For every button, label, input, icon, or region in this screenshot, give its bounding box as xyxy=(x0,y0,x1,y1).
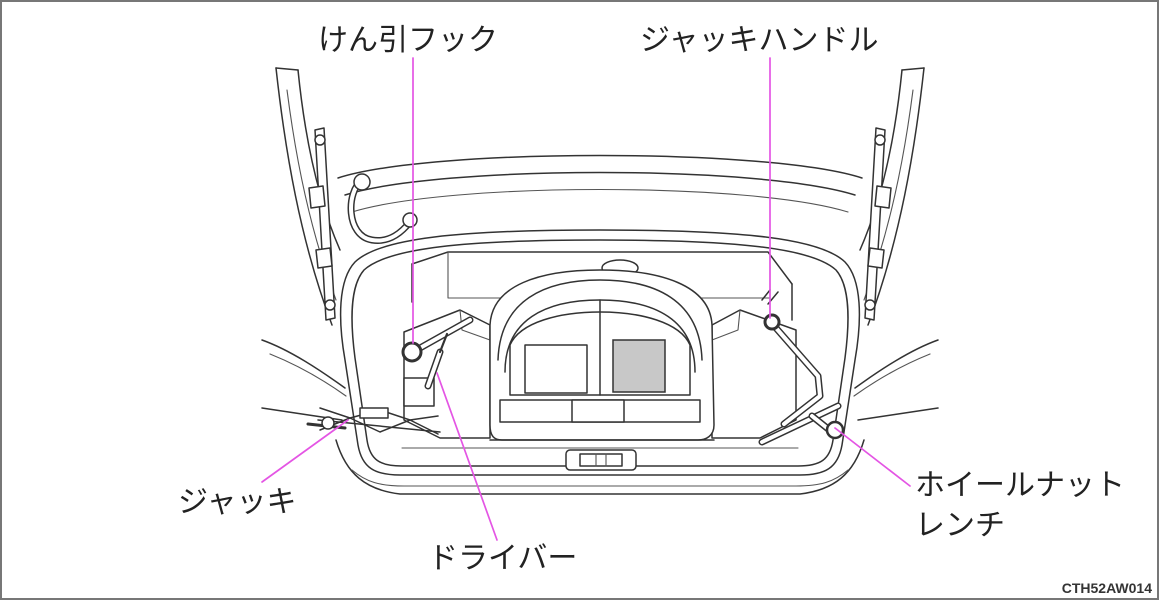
jack-screw-eye xyxy=(322,417,334,429)
jack-pad xyxy=(360,408,388,418)
hinge-bracket xyxy=(875,186,891,208)
spare-tire xyxy=(490,270,714,440)
strut-mount-bottom xyxy=(325,300,335,310)
wrench-socket xyxy=(827,422,843,438)
hinge-bracket-lower xyxy=(868,248,884,268)
label-screwdriver: ドライバー xyxy=(428,541,577,576)
label-jack-handle: ジャッキハンドル xyxy=(640,23,879,58)
tire-hub-shaded-panel xyxy=(613,340,665,392)
tire-hub-left-panel xyxy=(525,345,587,393)
strut-mount-top xyxy=(875,135,885,145)
hinge-bracket xyxy=(309,186,325,208)
tire-tray-center-block xyxy=(572,400,624,422)
tow-hook-ring xyxy=(403,343,421,361)
label-jack: ジャッキ xyxy=(178,485,297,520)
jack-handle-hook xyxy=(765,315,779,329)
trunk-latch xyxy=(566,450,636,470)
label-tow-hook: けん引フック xyxy=(318,23,498,58)
label-wheel-nut-wrench-line2: レンチ xyxy=(915,508,1005,543)
cable-grommet xyxy=(354,174,370,190)
figure-code: CTH52AW014 xyxy=(1062,580,1152,596)
strut-mount-bottom xyxy=(865,300,875,310)
label-wheel-nut-wrench-line1: ホイールナット xyxy=(915,468,1125,503)
cable-grommet xyxy=(403,213,417,227)
latch-inner xyxy=(580,454,622,466)
strut-mount-top xyxy=(315,135,325,145)
hinge-bracket-lower xyxy=(316,248,332,268)
